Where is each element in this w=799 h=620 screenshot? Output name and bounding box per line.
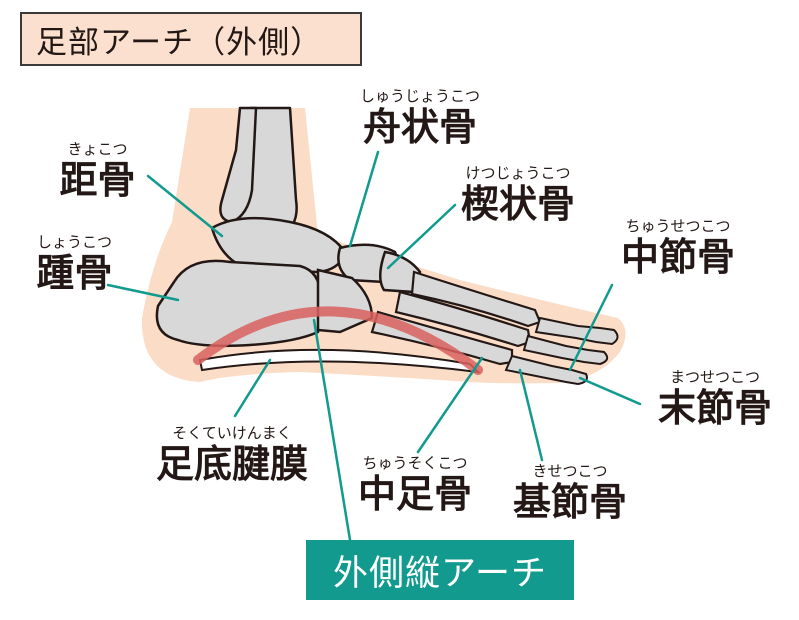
label-plantar-aponeurosis-ruby: そくていけんまく [172, 424, 292, 442]
label-distal-phalanx: まつせつこつ 末節骨 [645, 368, 785, 430]
calcaneus-bone [155, 259, 322, 348]
leader-cuneiform [386, 203, 457, 270]
label-cuneiform-ruby: けつじょうこつ [465, 164, 571, 182]
label-navicular-name: 舟状骨 [362, 105, 477, 149]
label-plantar-aponeurosis: そくていけんまく 足底腱膜 [142, 424, 322, 486]
leader-lateral-arch [312, 318, 352, 542]
label-distal-phalanx-ruby: まつせつこつ [669, 368, 760, 386]
label-middle-phalanx: ちゅうせつこつ 中節骨 [598, 217, 758, 279]
label-middle-phalanx-name: 中節骨 [620, 235, 735, 279]
label-plantar-aponeurosis-name: 足底腱膜 [155, 442, 308, 486]
leader-calcaneus [106, 283, 180, 302]
label-navicular: しゅうじょうこつ 舟状骨 [340, 87, 500, 149]
label-middle-phalanx-ruby: ちゅうせつこつ [625, 217, 731, 235]
label-proximal-phalanx-ruby: きせつこつ [532, 462, 608, 480]
metatarsal-bone-2 [394, 290, 532, 348]
label-calcaneus: しょうこつ 踵骨 [22, 233, 127, 295]
lateral-arch-curve [193, 306, 483, 375]
leader-middle-phalanx [568, 283, 614, 372]
phalanx-row-1 [534, 316, 619, 346]
label-metatarsal: ちゅうそくこつ 中足骨 [340, 454, 490, 516]
leader-plantar-aponeurosis [233, 358, 272, 418]
leader-navicular [348, 150, 380, 248]
label-distal-phalanx-name: 末節骨 [657, 386, 772, 430]
label-metatarsal-ruby: ちゅうそくこつ [362, 454, 468, 472]
label-navicular-ruby: しゅうじょうこつ [359, 87, 480, 105]
label-calcaneus-ruby: しょうこつ [36, 233, 112, 251]
phalanx-row-2 [522, 334, 609, 366]
label-metatarsal-name: 中足骨 [357, 472, 472, 516]
label-talus-name: 距骨 [59, 158, 136, 202]
leader-talus [146, 174, 224, 238]
label-cuneiform: けつじょうこつ 楔状骨 [448, 164, 588, 226]
lateral-arch-label: 外側縦アーチ [306, 540, 574, 600]
label-talus: きょこつ 距骨 [50, 140, 145, 202]
label-talus-ruby: きょこつ [67, 140, 128, 158]
leader-distal-phalanx [578, 376, 642, 406]
label-proximal-phalanx-name: 基節骨 [512, 480, 627, 524]
label-proximal-phalanx: きせつこつ 基節骨 [500, 462, 640, 524]
page-title: 足部アーチ（外側） [20, 12, 362, 66]
label-calcaneus-name: 踵骨 [36, 251, 113, 295]
leader-proximal-phalanx [518, 368, 544, 462]
label-cuneiform-name: 楔状骨 [460, 182, 575, 226]
leader-metatarsal [416, 356, 484, 454]
